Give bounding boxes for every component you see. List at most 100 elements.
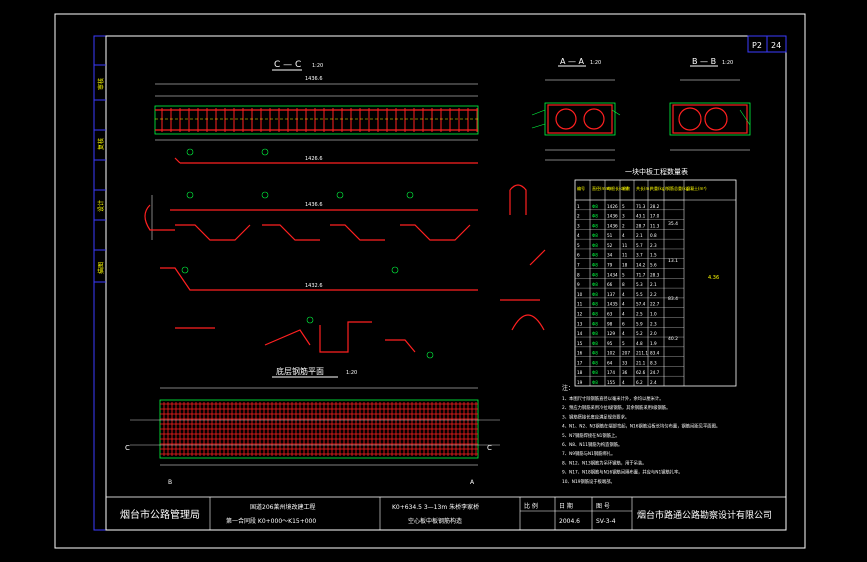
table-cell: 2.2 bbox=[650, 292, 657, 297]
table-cell: Φ8 bbox=[592, 311, 598, 316]
table-cell: 5.3 bbox=[636, 282, 643, 287]
table-cell: Φ8 bbox=[592, 351, 598, 356]
table-cell: 1426 bbox=[607, 204, 618, 209]
table-cell: 4.8 bbox=[636, 341, 643, 346]
scale-label: 比 例 bbox=[524, 502, 538, 510]
table-header-cell: 根数 bbox=[622, 185, 630, 191]
table-cell: 1435 bbox=[607, 302, 618, 307]
note-line: 8、N12、N13钢筋为吊环钢筋，用于吊装。 bbox=[562, 459, 647, 466]
table-cell: 10 bbox=[577, 292, 583, 297]
table-header-cell: 混凝土(m³) bbox=[686, 185, 707, 191]
table-cell: 8 bbox=[622, 282, 625, 287]
table-cell: 62.6 bbox=[636, 370, 646, 375]
table-cell: 5.7 bbox=[636, 243, 643, 248]
table-cell: 1 bbox=[577, 204, 580, 209]
table-cell: 8 bbox=[577, 272, 580, 277]
plan-section-mark: B bbox=[168, 479, 172, 486]
bar3-length: 1432.6 bbox=[305, 283, 323, 289]
drawing-line-1: K0+634.5 3—13m 朱桥李家桥 bbox=[392, 503, 479, 511]
table-cell: Φ8 bbox=[592, 214, 598, 219]
bar-number-tag bbox=[186, 148, 194, 156]
signoff-label: 复核 bbox=[97, 138, 105, 150]
table-cell: 5.6 bbox=[650, 263, 657, 268]
table-cell: 2.1 bbox=[636, 233, 643, 238]
sheet-number-box: P2 24 bbox=[747, 35, 787, 53]
table-cell: 6 bbox=[622, 321, 625, 326]
date-label: 日 期 bbox=[559, 502, 573, 510]
table-cell: 7 bbox=[577, 263, 580, 268]
table-cell: 2.1 bbox=[650, 282, 657, 287]
concrete-volume: 4.36 bbox=[708, 275, 719, 281]
table-cell: Φ8 bbox=[592, 302, 598, 307]
sheet-number: 24 bbox=[771, 41, 781, 50]
note-line: 10、N19钢筋设于板端部。 bbox=[562, 478, 615, 485]
table-cell: 95 bbox=[607, 341, 613, 346]
table-cell: Φ8 bbox=[592, 360, 598, 365]
table-cell: 28.7 bbox=[636, 223, 646, 228]
table-cell: 28.3 bbox=[650, 272, 660, 277]
table-cell: Φ8 bbox=[592, 253, 598, 258]
table-cell: 14 bbox=[577, 331, 583, 336]
figno-label: 图 号 bbox=[596, 503, 610, 510]
note-line: 7、N9钢筋与N1钢筋绑扎。 bbox=[562, 450, 615, 457]
table-cell: Φ8 bbox=[592, 331, 598, 336]
bent-bar bbox=[400, 224, 471, 241]
figno-value: SV-3-4 bbox=[596, 518, 616, 525]
table-cell: 4 bbox=[622, 302, 625, 307]
note-line: 6、N8、N11钢筋为构造钢筋。 bbox=[562, 441, 622, 448]
table-cell: 2 bbox=[622, 223, 625, 228]
table-cell: 28.2 bbox=[650, 204, 660, 209]
table-header-cell: 共长(m) bbox=[636, 185, 651, 191]
table-cell: 11 bbox=[622, 253, 628, 258]
bar2-length: 1436.6 bbox=[305, 202, 323, 208]
table-cell: 13 bbox=[577, 321, 583, 326]
table-cell: Φ8 bbox=[592, 233, 598, 238]
note-line: 5、N7钢筋焊接在N1钢筋上。 bbox=[562, 432, 620, 439]
table-cell: 57.4 bbox=[636, 302, 646, 307]
bar-number-tag bbox=[186, 191, 194, 199]
table-cell: Φ8 bbox=[592, 243, 598, 248]
table-cell: 2.3 bbox=[650, 321, 657, 326]
aa-section-view: A — A 1:20 bbox=[531, 57, 621, 161]
bar-number-tag bbox=[391, 266, 399, 274]
table-cell: 2.3 bbox=[650, 243, 657, 248]
table-cell: 2.5 bbox=[636, 311, 643, 316]
table-cell: 4 bbox=[622, 292, 625, 297]
bb-scale: 1:20 bbox=[722, 60, 733, 66]
table-cell: 64 bbox=[607, 360, 613, 365]
table-header-cell: 每根长(cm) bbox=[607, 185, 629, 191]
table-cell: 129 bbox=[607, 331, 615, 336]
table-cell: Φ8 bbox=[592, 341, 598, 346]
plan-section-mark: C bbox=[487, 444, 492, 452]
note-line: 4、N1、N2、N3钢筋在端部弯起，N16钢筋沿板长均匀布置，钢筋间距见平面图。 bbox=[562, 423, 720, 430]
table-cell: 2 bbox=[577, 214, 580, 219]
plan-section-mark: A bbox=[470, 479, 475, 486]
total-steel-cell: 40.2 bbox=[668, 336, 678, 342]
bar-number-tag bbox=[426, 351, 434, 359]
table-cell: 71.7 bbox=[636, 272, 646, 277]
table-cell: 4 bbox=[622, 233, 625, 238]
title-block: 烟台市公路管理局 国道206莱州境改建工程 第一合同段 K0+000～K15+0… bbox=[105, 496, 787, 531]
table-cell: 79 bbox=[607, 263, 613, 268]
table-cell: 11 bbox=[577, 302, 583, 307]
table-cell: Φ8 bbox=[592, 223, 598, 228]
bent-bar bbox=[330, 224, 385, 241]
cc-title: C — C bbox=[274, 60, 301, 70]
table-cell: 5 bbox=[622, 341, 625, 346]
signoff-label: 设计 bbox=[97, 200, 105, 212]
project-line-1: 国道206莱州境改建工程 bbox=[250, 503, 315, 511]
table-cell: 5 bbox=[622, 204, 625, 209]
table-cell: 1436 bbox=[607, 214, 618, 219]
plan-title: 底层钢筋平面 bbox=[276, 366, 324, 376]
table-cell: Φ8 bbox=[592, 292, 598, 297]
aa-title: A — A bbox=[560, 57, 585, 66]
table-cell: 3 bbox=[622, 214, 625, 219]
table-cell: 4 bbox=[622, 380, 625, 385]
table-cell: Φ8 bbox=[592, 380, 598, 385]
total-steel-cell: 83.4 bbox=[668, 296, 678, 302]
quantity-table: 一块中板工程数量表 编号直径(mm)每根长(cm)根数共长(m)共重(kg)钢筋… bbox=[574, 167, 737, 387]
project-line-2: 第一合同段 K0+000～K15+000 bbox=[226, 517, 316, 525]
table-cell: 34 bbox=[607, 253, 613, 258]
cc-section-view: C — C 1:20 1436.6 1426.6 1436.6 1432.6 bbox=[144, 60, 479, 359]
